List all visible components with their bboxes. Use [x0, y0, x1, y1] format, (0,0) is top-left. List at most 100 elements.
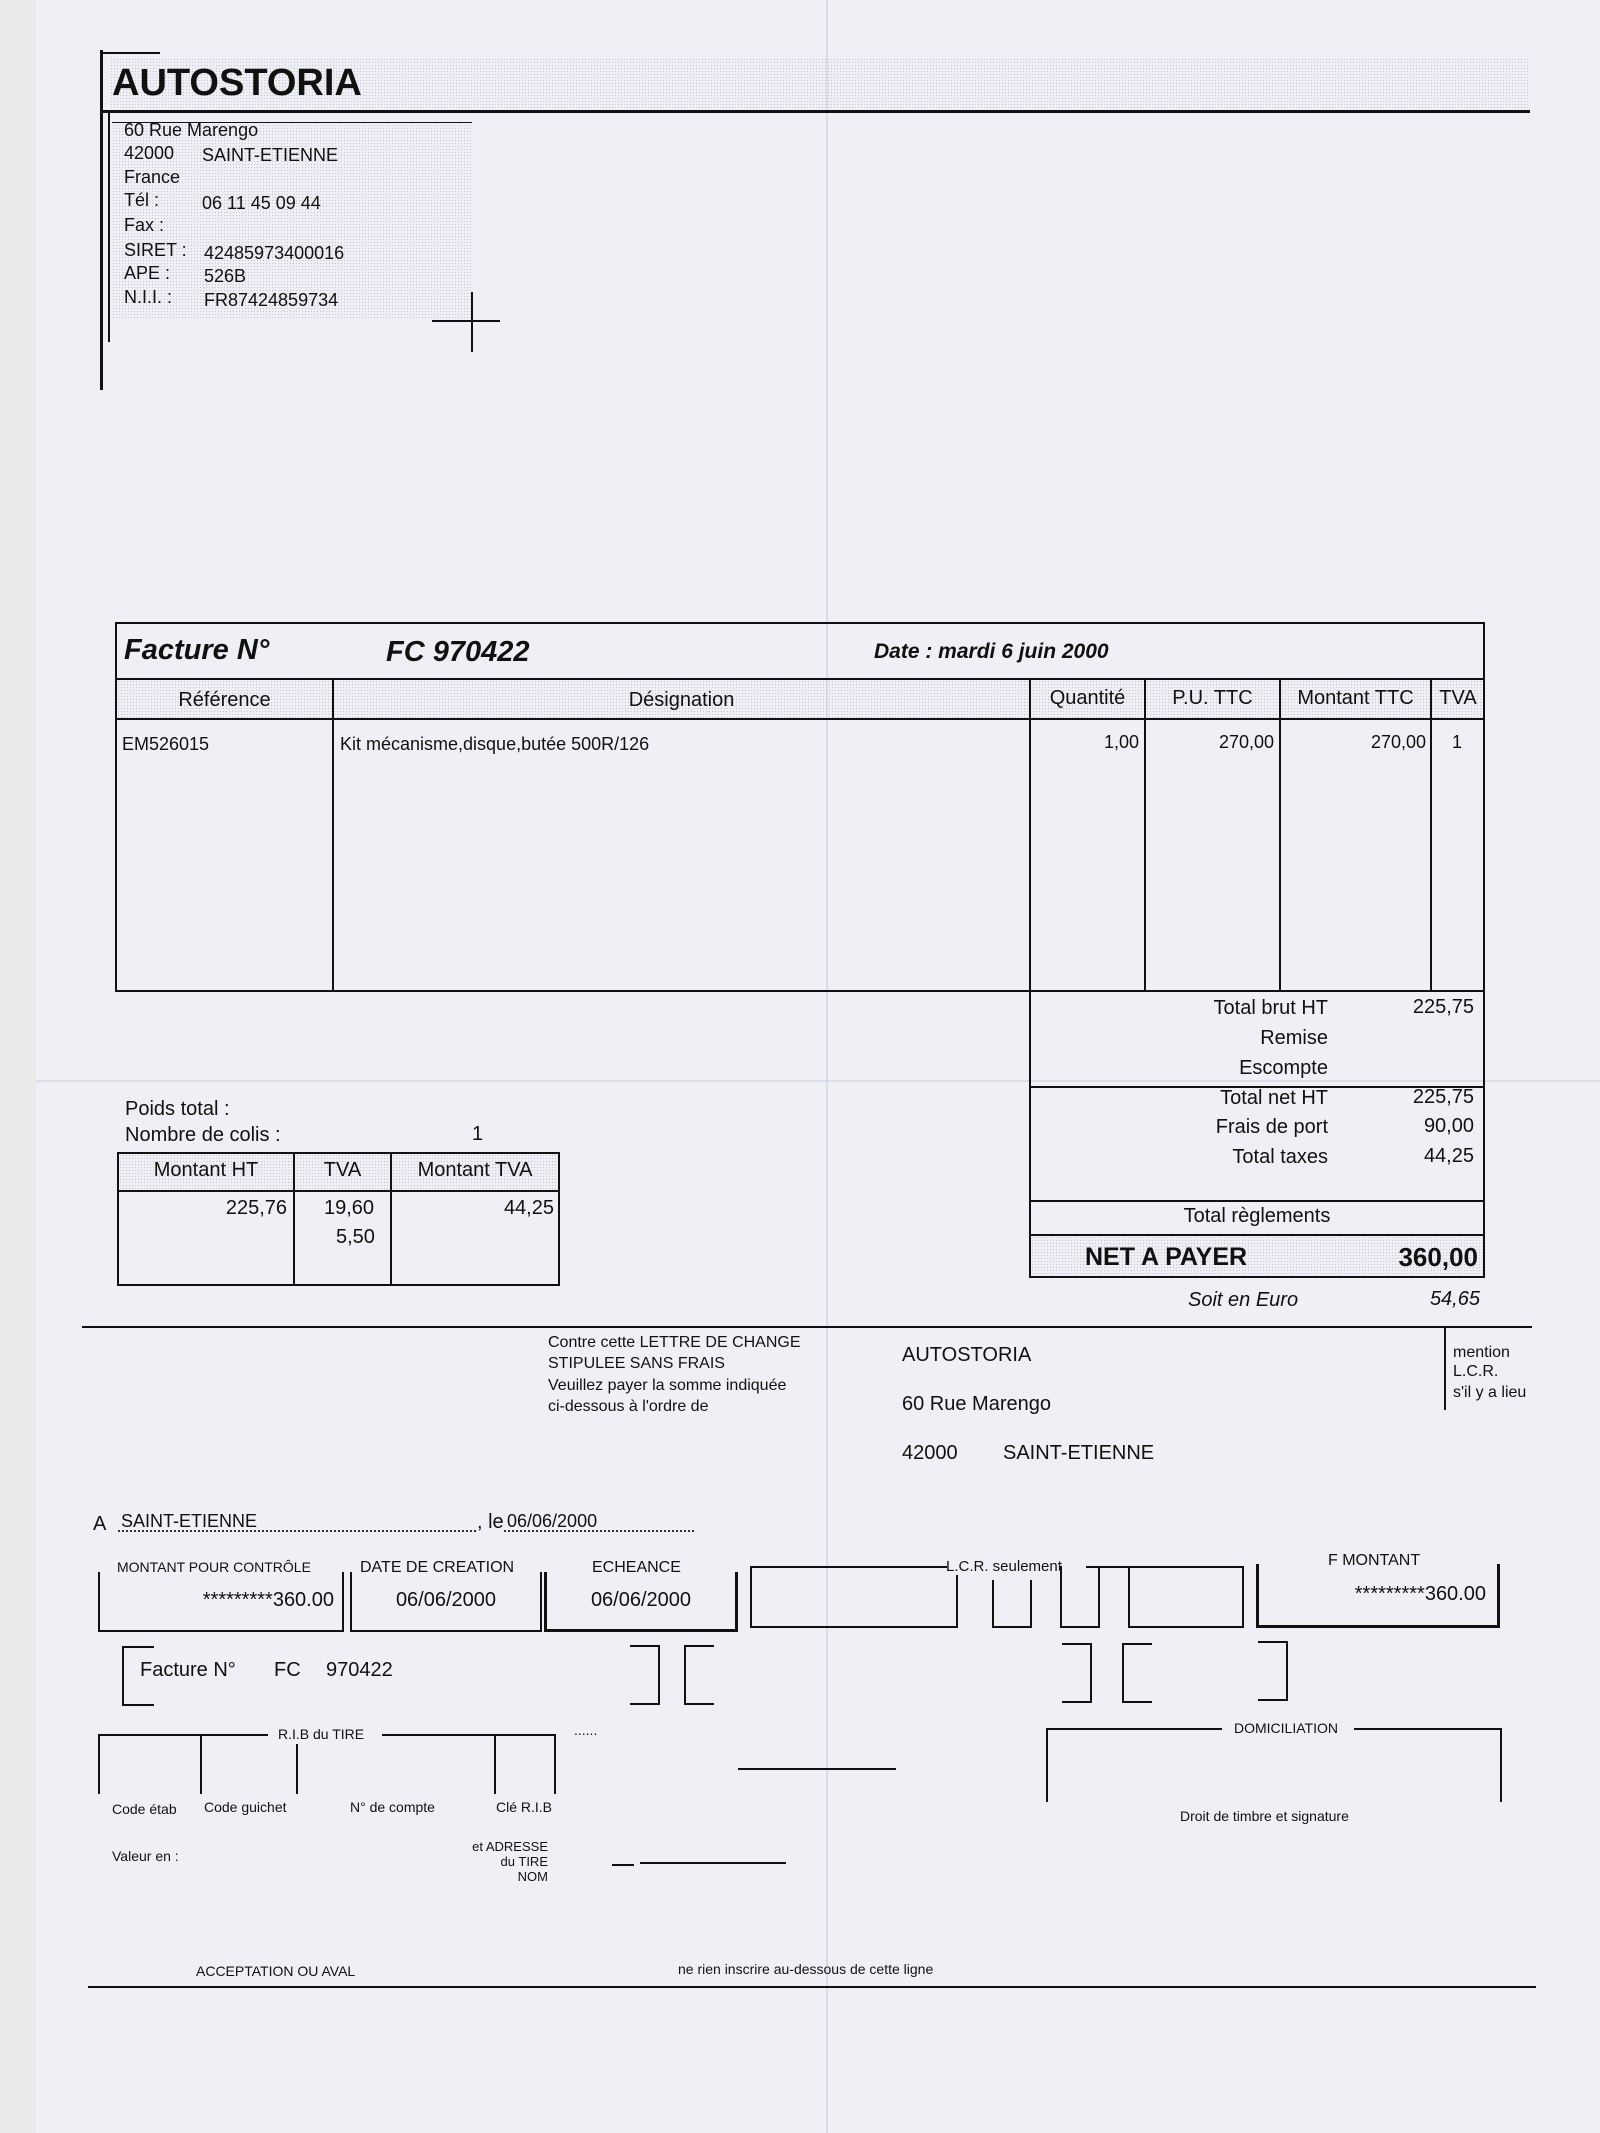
- valeur-label: Valeur en :: [112, 1848, 179, 1864]
- facture-ref-label: Facture N°: [140, 1659, 236, 1681]
- table-header-band: [117, 680, 1483, 718]
- tel-label: Tél :: [124, 190, 160, 210]
- totals-sep-1: [1029, 1086, 1485, 1088]
- remise-label: Remise: [1260, 1027, 1328, 1049]
- bottom-line: [88, 1986, 1536, 1988]
- facture-ref-number: 970422: [326, 1659, 393, 1681]
- invoice-number: FC 970422: [386, 636, 530, 668]
- date-dotted-line: [504, 1530, 694, 1532]
- vat-header-montant-ht: Montant HT: [153, 1159, 259, 1181]
- vat-montant-tva: 44,25: [503, 1197, 554, 1219]
- vat-rate-2: 5,50: [336, 1226, 375, 1248]
- net-payer-label: NET A PAYER: [1085, 1243, 1248, 1271]
- escompte-label: Escompte: [1239, 1057, 1328, 1079]
- total-brut-value: 225,75: [1412, 996, 1474, 1018]
- totals-left-border: [1029, 990, 1031, 1278]
- net-payer-band: [1031, 1236, 1483, 1276]
- total-brut-label: Total brut HT: [1213, 997, 1328, 1019]
- company-city: SAINT-ETIENNE: [202, 145, 339, 165]
- net-payer-value: 360,00: [1398, 1242, 1478, 1272]
- company-name: AUTOSTORIA: [112, 62, 362, 104]
- paper-fold-vertical: [826, 0, 828, 2133]
- col-sep-3: [1144, 680, 1146, 992]
- rib-label-mask: [268, 1726, 382, 1744]
- lcr-text-4: ci-dessous à l'ordre de: [548, 1398, 709, 1415]
- vat-header-line: [117, 1190, 560, 1192]
- montant-controle-label: MONTANT POUR CONTRÔLE: [117, 1559, 311, 1575]
- paper-fold-horizontal: [36, 1080, 1600, 1082]
- tel-value: 06 11 45 09 44: [202, 193, 321, 213]
- company-street: 60 Rue Marengo: [124, 120, 259, 140]
- address-top-line: [112, 122, 472, 123]
- vat-table: [117, 1152, 560, 1286]
- lcr-label-mask: [947, 1557, 1087, 1575]
- col-sep-2: [1029, 680, 1031, 992]
- line-quantite: 1,00: [1103, 732, 1139, 752]
- domiciliation-label-mask: [1222, 1720, 1354, 1738]
- domiciliation-box: [1046, 1728, 1502, 1802]
- ne-rien-label: ne rien inscrire au-dessous de cette lig…: [678, 1961, 934, 1977]
- frais-port-value: 90,00: [1423, 1115, 1474, 1137]
- adresse-line: [640, 1862, 786, 1864]
- col-sep-1: [332, 680, 334, 992]
- siret-value: 42485973400016: [204, 243, 345, 263]
- header-pu-ttc: P.U. TTC: [1172, 687, 1253, 709]
- echeance-label: ECHEANCE: [592, 1559, 681, 1576]
- colis-label: Nombre de colis :: [125, 1124, 281, 1146]
- bracket-open-1: [684, 1645, 714, 1705]
- lcr-box-4: [1128, 1566, 1244, 1628]
- totals-right-border: [1483, 990, 1485, 1278]
- nii-value: FR87424859734: [204, 290, 339, 310]
- total-net-value: 225,75: [1412, 1086, 1474, 1108]
- line-designation: Kit mécanisme,disque,butée 500R/126: [340, 734, 650, 754]
- f-montant-label: F MONTANT: [1328, 1552, 1421, 1569]
- header-inner-rule: [108, 110, 110, 342]
- lcr-box-1: [750, 1566, 958, 1628]
- colis-value: 1: [472, 1123, 484, 1145]
- vat-montant-ht: 225,76: [225, 1197, 287, 1219]
- rib-sep-1: [200, 1734, 202, 1794]
- montant-controle-value: *********360.00: [202, 1589, 334, 1611]
- mention-2: L.C.R.: [1453, 1363, 1499, 1380]
- invoice-table: [115, 622, 1485, 992]
- table-header-bottom: [115, 718, 1485, 720]
- cle-rib-label: Clé R.I.B: [496, 1799, 553, 1815]
- total-taxes-label: Total taxes: [1232, 1146, 1328, 1168]
- date-creation-value: 06/06/2000: [395, 1589, 497, 1611]
- date-creation-box: [350, 1572, 542, 1632]
- echeance-value: 06/06/2000: [590, 1589, 692, 1611]
- header-left-rule: [100, 50, 103, 390]
- header-designation: Désignation: [628, 689, 735, 711]
- bracket-close-2: [1062, 1643, 1092, 1703]
- registration-mark-v: [471, 292, 473, 352]
- euro-label: Soit en Euro: [1188, 1289, 1299, 1311]
- montant-controle-box: [98, 1572, 344, 1632]
- vat-col-sep-2: [390, 1152, 392, 1286]
- rib-sep-3: [494, 1734, 496, 1794]
- adresse-dash: [612, 1864, 634, 1866]
- place-date-value: 06/06/2000: [507, 1511, 598, 1531]
- droit-timbre-label: Droit de timbre et signature: [1180, 1808, 1349, 1824]
- nii-label: N.I.I. :: [124, 287, 173, 307]
- company-country: France: [124, 167, 181, 187]
- rib-label: R.I.B du TIRE: [278, 1726, 365, 1742]
- header-quantite: Quantité: [1049, 687, 1126, 709]
- payee-postcode: 42000: [902, 1442, 958, 1464]
- fax-label: Fax :: [124, 215, 165, 235]
- facture-ref-prefix: FC: [274, 1659, 301, 1681]
- vat-rate-1: 19,60: [324, 1197, 375, 1219]
- registration-mark-h: [432, 320, 500, 322]
- lcr-seulement-label: L.C.R. seulement: [946, 1558, 1062, 1575]
- center-line: [738, 1768, 896, 1770]
- line-pu-ttc: 270,00: [1218, 732, 1274, 752]
- lcr-box-2: [992, 1580, 1032, 1628]
- lcr-text-1: Contre cette LETTRE DE CHANGE: [548, 1334, 801, 1351]
- lcr-separator: [82, 1326, 1532, 1328]
- header-reference: Référence: [178, 689, 271, 711]
- place-value: SAINT-ETIENNE: [121, 1511, 258, 1531]
- totals-bottom: [1029, 1276, 1485, 1278]
- total-net-label: Total net HT: [1220, 1087, 1328, 1109]
- rib-sep-2: [296, 1744, 298, 1794]
- table-header-top: [115, 678, 1485, 680]
- header-top-tick: [100, 52, 160, 54]
